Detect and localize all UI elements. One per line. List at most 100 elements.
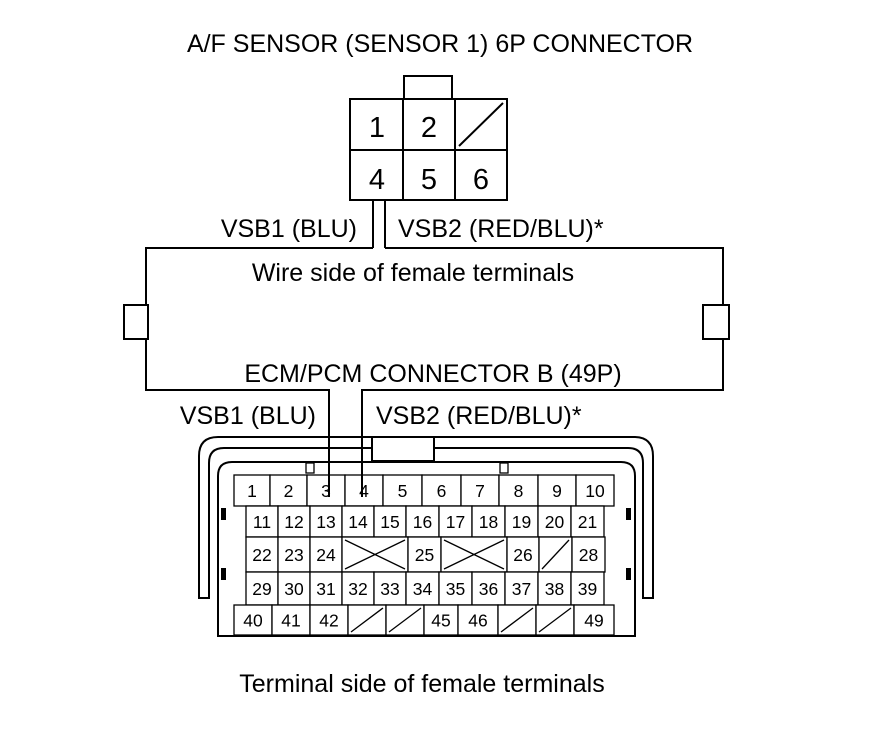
connector-49p-terminal-39: 39 <box>578 579 597 599</box>
connector-49p-cavity <box>457 604 499 636</box>
connector-49p-terminal-20: 20 <box>545 512 565 532</box>
connector-49p-terminal-35: 35 <box>446 579 465 599</box>
connector-49p-cavity <box>570 571 605 606</box>
connector-6p-terminal-2: 2 <box>421 112 437 144</box>
junction-connector-right <box>702 304 730 340</box>
connector-49p-key-left <box>305 462 315 474</box>
connector-49p-cavity <box>245 536 279 573</box>
connector-49p-terminal-1: 1 <box>247 481 257 501</box>
af-sensor-6p-connector: 1 2 4 5 6 <box>349 75 508 201</box>
connector-49p-terminal-45: 45 <box>431 611 450 631</box>
connector-49p-terminal-49: 49 <box>584 611 603 631</box>
connector-49p-lock-tab <box>371 436 435 462</box>
connector-49p-unused-cavity <box>500 607 534 633</box>
connector-49p-terminal-7: 7 <box>475 481 485 501</box>
connector-49p-terminal-6: 6 <box>437 481 447 501</box>
connector-49p-terminal-15: 15 <box>380 512 399 532</box>
connector-49p-terminal-12: 12 <box>284 512 303 532</box>
connector-49p-terminal-5: 5 <box>398 481 408 501</box>
connector-49p-terminal-28: 28 <box>579 545 598 565</box>
connector-49p-cavity <box>504 571 539 606</box>
connector-49p-terminal-37: 37 <box>512 579 531 599</box>
connector-49p-terminal-23: 23 <box>284 545 303 565</box>
connector-49p-cavity <box>471 571 506 606</box>
connector-49p-unused-cavity <box>388 607 422 633</box>
wire-vsb1-lower <box>145 339 330 497</box>
connector-6p-unused-cavity-3 <box>458 102 504 147</box>
connector-6p-terminal-4: 4 <box>369 164 385 196</box>
connector-49p-side-latch <box>221 568 226 580</box>
connector-49p-terminal-41: 41 <box>281 611 300 631</box>
connector-49p-cavity <box>571 536 606 573</box>
label-vsb2-top: VSB2 (RED/BLU)* <box>398 215 604 243</box>
connector-49p-unused-cavity <box>443 539 505 570</box>
connector-49p-terminal-2: 2 <box>284 481 294 501</box>
connector-49p-cavity <box>575 474 615 507</box>
connector-49p-terminal-46: 46 <box>468 611 487 631</box>
connector-49p-terminal-42: 42 <box>319 611 338 631</box>
connector-49p-unused-cavity <box>344 539 406 570</box>
connector-49p-cavity <box>344 474 384 507</box>
connector-49p-terminal-3: 3 <box>321 481 331 501</box>
connector-49p-cavity <box>573 604 615 636</box>
label-vsb1-bottom: VSB1 (BLU) <box>180 402 316 430</box>
title-ecm-connector: ECM/PCM CONNECTOR B (49P) <box>244 360 621 388</box>
connector-49p-cavity <box>245 505 279 538</box>
connector-49p-terminal-14: 14 <box>348 512 368 532</box>
connector-49p-cavity <box>341 505 375 538</box>
connector-49p-housing-hood <box>198 436 654 599</box>
connector-49p-cavity <box>570 505 605 538</box>
connector-49p-cavity <box>277 536 311 573</box>
connector-49p-terminal-38: 38 <box>545 579 564 599</box>
connector-49p-terminal-10: 10 <box>585 481 605 501</box>
connector-49p-terminal-29: 29 <box>252 579 271 599</box>
connector-49p-cavity <box>423 604 459 636</box>
wire-vsb2-upper <box>385 247 724 305</box>
label-terminal-side: Terminal side of female terminals <box>239 670 604 698</box>
wire-vsb1-upper <box>145 247 373 305</box>
wire-vsb2-lower <box>361 339 724 497</box>
connector-49p-terminal-17: 17 <box>446 512 465 532</box>
title-af-sensor-connector: A/F SENSOR (SENSOR 1) 6P CONNECTOR <box>187 30 693 58</box>
connector-49p-terminal-33: 33 <box>380 579 399 599</box>
connector-49p-terminal-36: 36 <box>479 579 498 599</box>
connector-49p-terminal-18: 18 <box>479 512 498 532</box>
connector-49p-cavity <box>309 505 343 538</box>
connector-49p-terminal-31: 31 <box>316 579 335 599</box>
connector-49p-terminal-25: 25 <box>415 545 434 565</box>
connector-49p-cavity <box>506 536 540 573</box>
connector-49p-side-latch <box>626 508 631 520</box>
connector-49p-terminal-11: 11 <box>253 512 271 532</box>
connector-49p-unused-cavity <box>350 607 384 633</box>
connector-49p-terminal-9: 9 <box>552 481 562 501</box>
label-wire-side: Wire side of female terminals <box>252 259 574 287</box>
connector-49p-terminal-13: 13 <box>316 512 335 532</box>
wiring <box>123 200 730 497</box>
connector-49p-terminal-8: 8 <box>514 481 524 501</box>
connector-49p-terminal-19: 19 <box>512 512 531 532</box>
connector-49p-cavity <box>233 604 273 636</box>
connector-6p-terminal-5: 5 <box>421 164 437 196</box>
label-vsb2-bottom: VSB2 (RED/BLU)* <box>376 402 582 430</box>
connector-49p-terminal-32: 32 <box>348 579 367 599</box>
connector-49p-cavity <box>373 505 407 538</box>
connector-49p-unused-cavity <box>538 607 572 633</box>
connector-49p-terminal-26: 26 <box>513 545 532 565</box>
connector-49p-unused-cavity <box>541 539 570 570</box>
connector-49p-cavity <box>233 474 271 507</box>
connector-6p-terminal-1: 1 <box>369 112 385 144</box>
connector-6p-lock-tab <box>403 75 453 101</box>
connector-49p-cavity <box>405 505 440 538</box>
connector-49p-terminal-22: 22 <box>252 545 271 565</box>
connector-49p-body <box>217 461 636 637</box>
connector-49p-side-latch <box>626 568 631 580</box>
connector-49p-terminal-24: 24 <box>316 545 336 565</box>
connector-49p-side-latch <box>221 508 226 520</box>
connector-49p-terminal-21: 21 <box>578 512 597 532</box>
connector-49p-terminal-16: 16 <box>413 512 432 532</box>
junction-connector-left <box>123 304 149 340</box>
connector-6p-terminal-6: 6 <box>473 164 489 196</box>
connector-49p-terminal-4: 4 <box>359 481 369 501</box>
